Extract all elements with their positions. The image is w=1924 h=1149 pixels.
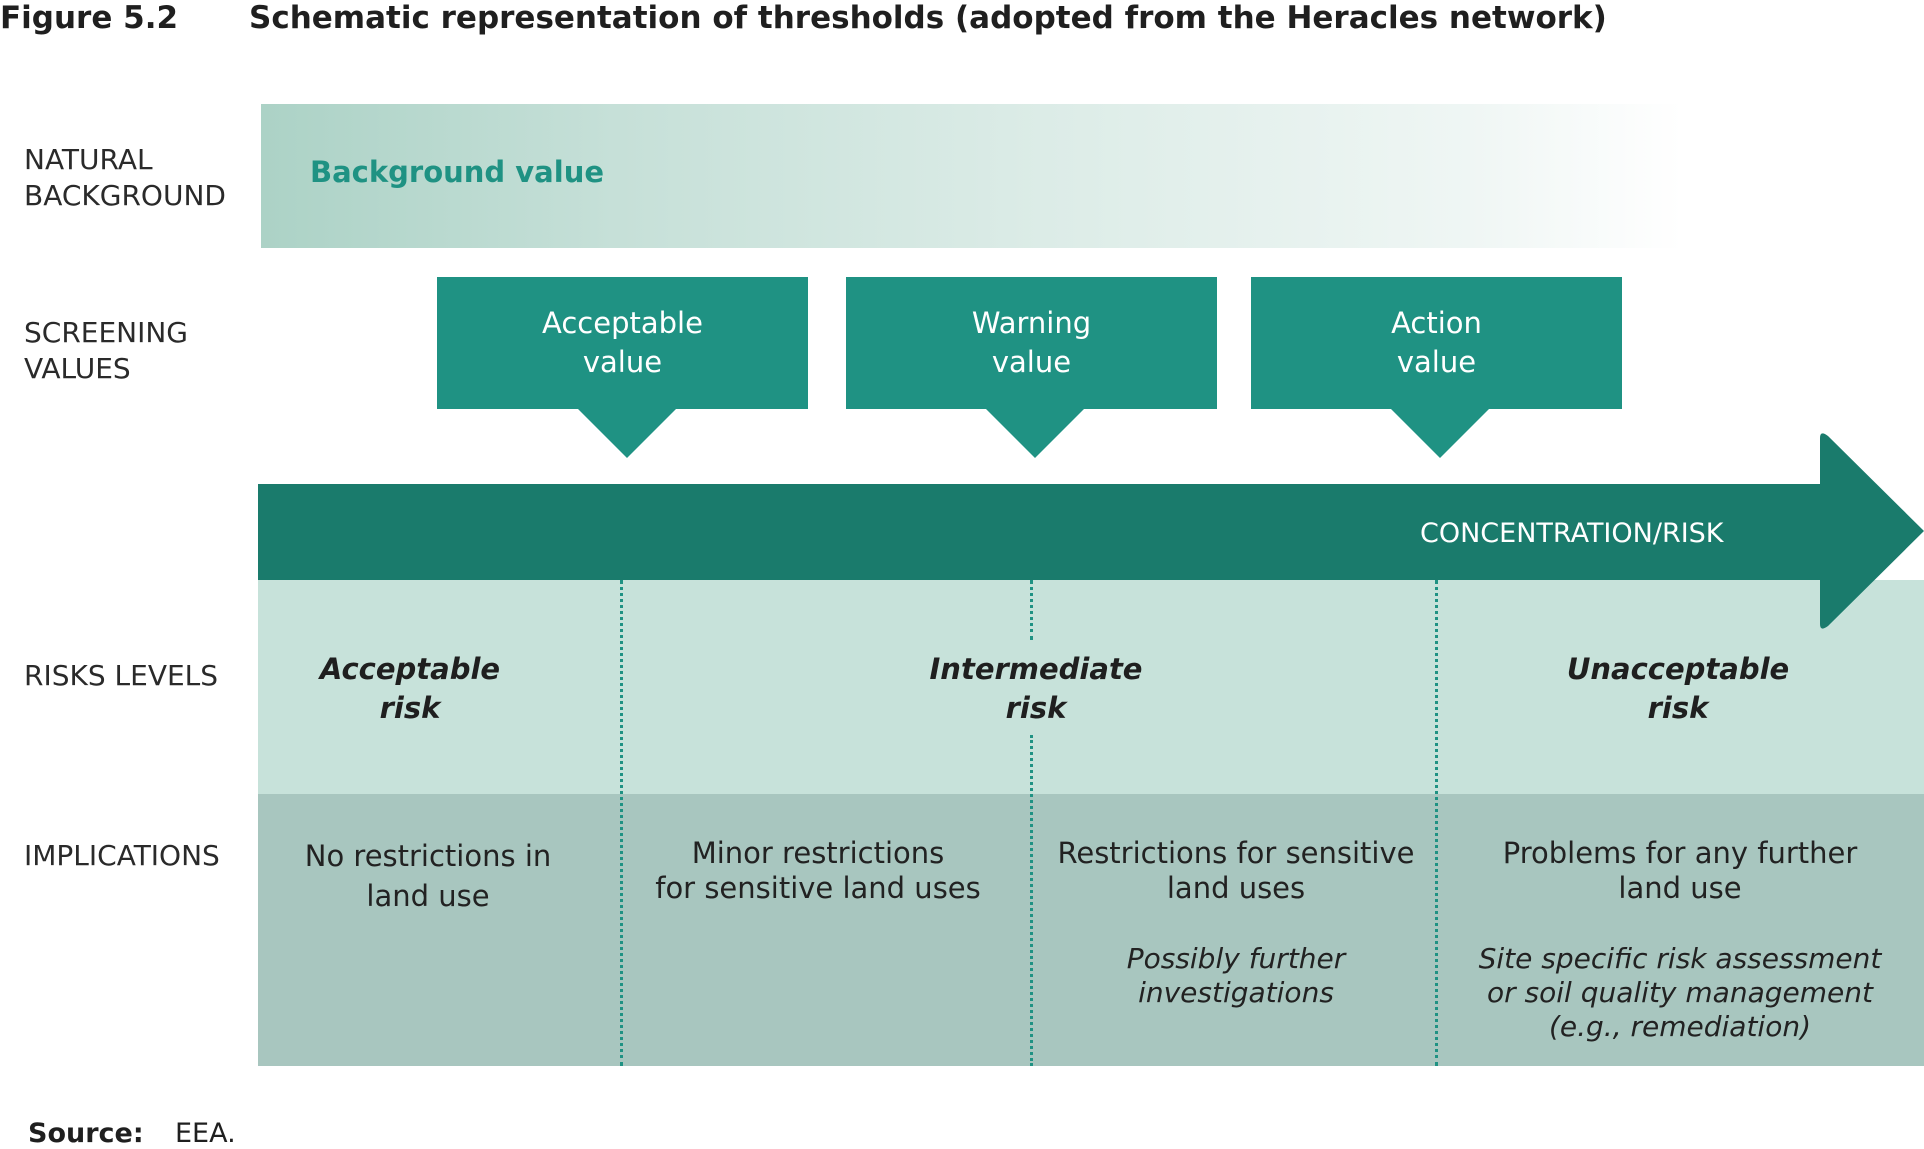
risk-levels-band: [258, 580, 1924, 794]
row-label-natural-background: NATURAL BACKGROUND: [24, 143, 226, 212]
background-value-label: Background value: [310, 155, 605, 189]
divider-acceptable: [620, 580, 623, 1066]
risk-unacceptable: Unacceptable risk: [1566, 652, 1790, 725]
acceptable-value-pointer: [577, 408, 677, 458]
implication-note-risk-assessment: Site specific risk assessment or soil qu…: [1478, 942, 1882, 1043]
background-value-bar: [261, 104, 1683, 248]
implication-restrictions-sensitive: Restrictions for sensitive land uses: [1057, 836, 1415, 905]
row-label-screening-values: SCREENING VALUES: [24, 316, 189, 385]
figure-title: Schematic representation of thresholds (…: [249, 0, 1607, 36]
source-text: EEA.: [175, 1118, 236, 1149]
divider-warning-lower: [1030, 735, 1033, 1066]
source-label: Source:: [28, 1118, 144, 1149]
concentration-risk-label: CONCENTRATION/RISK: [1420, 518, 1724, 549]
risk-acceptable: Acceptable risk: [319, 652, 501, 725]
figure-label: Figure 5.2: [0, 0, 179, 36]
implication-minor-restrictions: Minor restrictions for sensitive land us…: [655, 836, 981, 905]
risk-intermediate: Intermediate risk: [929, 652, 1143, 725]
implication-note-further-investigations: Possibly further investigations: [1126, 942, 1346, 1009]
concentration-risk-arrow: [258, 433, 1924, 629]
acceptable-value-box: Acceptable value: [437, 277, 808, 409]
divider-action: [1435, 580, 1438, 1066]
warning-value-box: Warning value: [846, 277, 1217, 409]
row-label-risk-levels: RISKS LEVELS: [24, 659, 219, 692]
implications-band: [258, 794, 1924, 1066]
row-label-implications: IMPLICATIONS: [24, 839, 220, 872]
divider-warning-upper: [1030, 580, 1033, 640]
implication-no-restrictions: No restrictions in land use: [304, 839, 552, 913]
action-value-pointer: [1390, 408, 1490, 458]
implication-problems-further-use: Problems for any further land use: [1502, 836, 1858, 905]
action-value-box: Action value: [1251, 277, 1622, 409]
warning-value-pointer: [985, 408, 1085, 458]
